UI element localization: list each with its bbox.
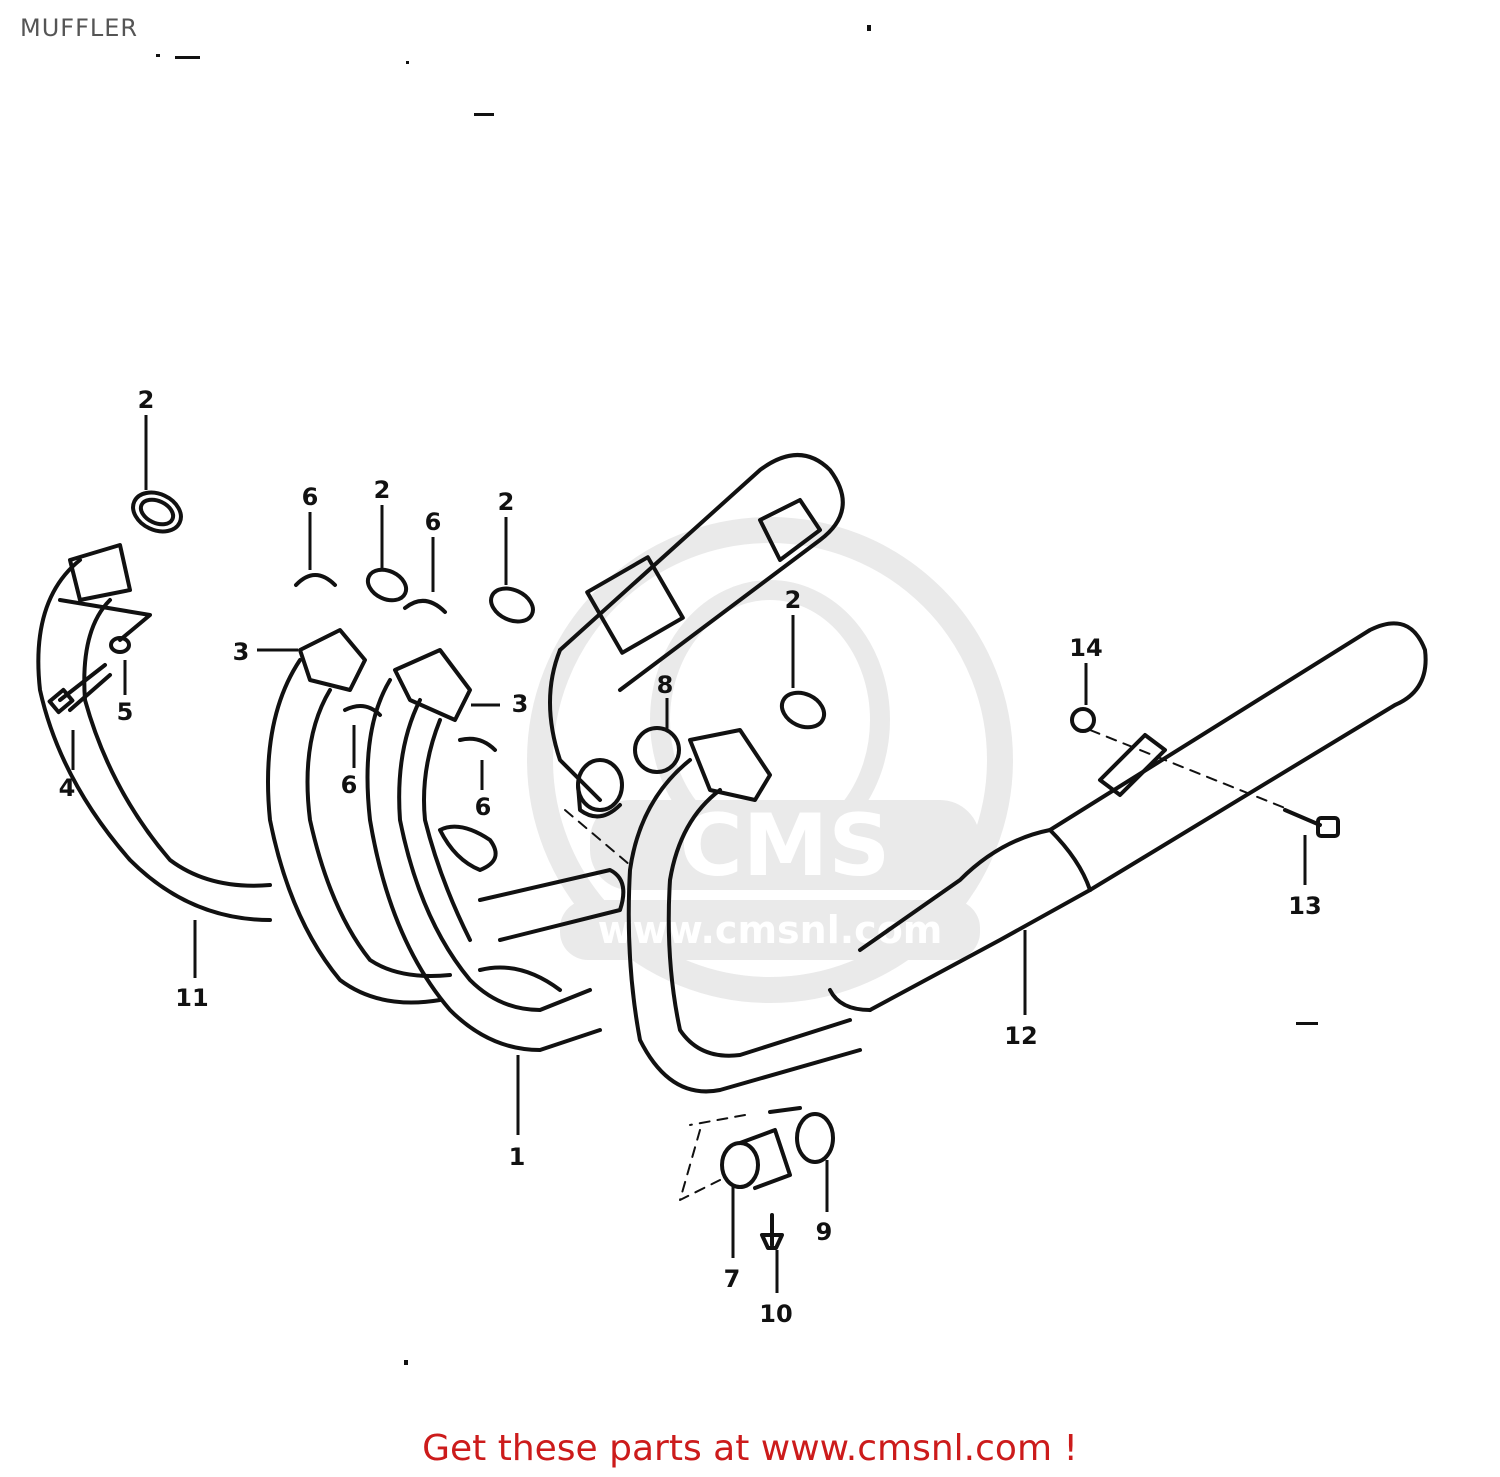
clamp-6-c	[343, 704, 382, 717]
callout-label: 4	[59, 774, 76, 802]
assembly-lines	[564, 729, 1291, 1201]
callout-label: 6	[302, 483, 319, 511]
bolt-10	[760, 1213, 784, 1250]
clamp-6-b	[403, 599, 447, 614]
leader-lines	[71, 415, 1307, 1293]
gasket-2-b	[365, 567, 409, 603]
gasket-8	[576, 726, 681, 819]
bolt-4	[47, 663, 112, 715]
clamp-9	[768, 1106, 835, 1164]
exhaust-pipe-11	[36, 543, 272, 922]
callout-label: 10	[759, 1300, 792, 1328]
connector-7	[720, 1128, 792, 1190]
callout-label: 12	[1004, 1022, 1037, 1050]
watermark-logo-text: CMS	[680, 796, 891, 896]
callout-label: 2	[138, 386, 155, 414]
callout-label: 5	[117, 698, 134, 726]
muffler-rear-left	[548, 453, 845, 802]
callout-label: 8	[657, 671, 674, 699]
callout-label: 1	[509, 1143, 526, 1171]
callout-label: 11	[175, 984, 208, 1012]
bolt-13	[1283, 808, 1340, 838]
gasket-2-d	[779, 690, 827, 730]
muffler-bracket	[1098, 733, 1167, 797]
callout-label: 6	[425, 508, 442, 536]
nut-14	[1070, 707, 1096, 733]
exhaust-pipe-1	[266, 628, 626, 1052]
scan-specks	[156, 25, 1318, 1365]
washer-5	[109, 636, 131, 654]
page-title: MUFFLER	[20, 14, 139, 42]
gasket-2-a	[131, 490, 183, 534]
callout-label: 13	[1288, 892, 1321, 920]
callout-label: 9	[816, 1218, 833, 1246]
muffler-12	[828, 621, 1428, 1012]
exhaust-pipe-right	[626, 728, 862, 1094]
callout-label: 2	[374, 476, 391, 504]
callout-labels: 2 6 2 6 2 3 3 5 4 6 6 8 2 14 13 11 12 1 …	[59, 386, 1322, 1328]
callout-label: 6	[475, 793, 492, 821]
callout-label: 2	[498, 488, 515, 516]
clamp-6-a	[294, 573, 337, 587]
callout-label: 3	[233, 638, 250, 666]
callout-label: 7	[724, 1265, 741, 1293]
callout-label: 6	[341, 771, 358, 799]
clamp-6-d	[458, 736, 497, 752]
callout-label: 2	[785, 586, 802, 614]
footer-parts-link[interactable]: Get these parts at www.cmsnl.com !	[422, 1428, 1078, 1469]
callout-label: 14	[1069, 634, 1102, 662]
callout-label: 3	[512, 690, 529, 718]
cms-watermark-logo: CMS www.cmsnl.com	[527, 517, 1013, 1003]
watermark-url-text: www.cmsnl.com	[598, 908, 943, 952]
gasket-2-c	[489, 586, 535, 624]
